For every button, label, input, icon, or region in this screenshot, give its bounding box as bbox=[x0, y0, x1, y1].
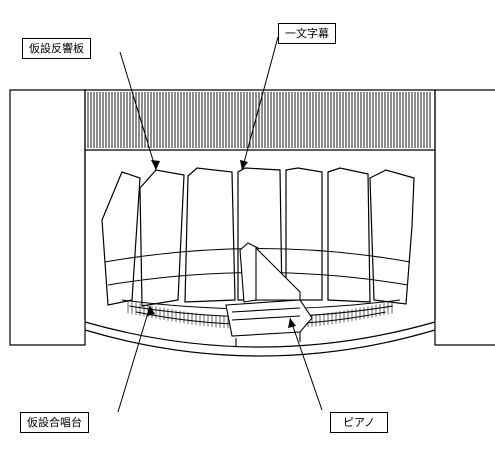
leader-reflector bbox=[119, 51, 157, 171]
border-curtain bbox=[84, 89, 436, 151]
label-reflector: 仮設反響板 bbox=[22, 38, 91, 59]
label-piano: ピアノ bbox=[330, 412, 389, 433]
leader-riser bbox=[117, 305, 151, 413]
label-riser: 仮設合唱台 bbox=[20, 412, 89, 433]
reflector-panel bbox=[139, 169, 185, 307]
reflector-panel bbox=[327, 167, 371, 303]
panel-crossline-upper bbox=[104, 248, 411, 263]
label-border-curtain: 一文字幕 bbox=[278, 23, 336, 44]
leader-piano bbox=[289, 317, 323, 411]
arrowhead bbox=[151, 160, 160, 170]
reflector-panel bbox=[369, 169, 415, 305]
arrowhead bbox=[147, 306, 155, 316]
proscenium-wall-left bbox=[9, 89, 86, 346]
reflector-panel bbox=[184, 167, 236, 303]
stage-apron-edge bbox=[84, 329, 436, 357]
stage-back-line bbox=[84, 150, 436, 320]
reflector-panel bbox=[101, 171, 141, 306]
proscenium-wall-right bbox=[434, 89, 495, 346]
arrowhead bbox=[240, 160, 248, 170]
leader-border-curtain bbox=[241, 36, 279, 171]
curtain-pleats bbox=[87, 92, 431, 148]
stage-front-edge bbox=[84, 321, 436, 348]
arrowhead bbox=[288, 318, 296, 328]
reflector-panel bbox=[285, 167, 323, 301]
